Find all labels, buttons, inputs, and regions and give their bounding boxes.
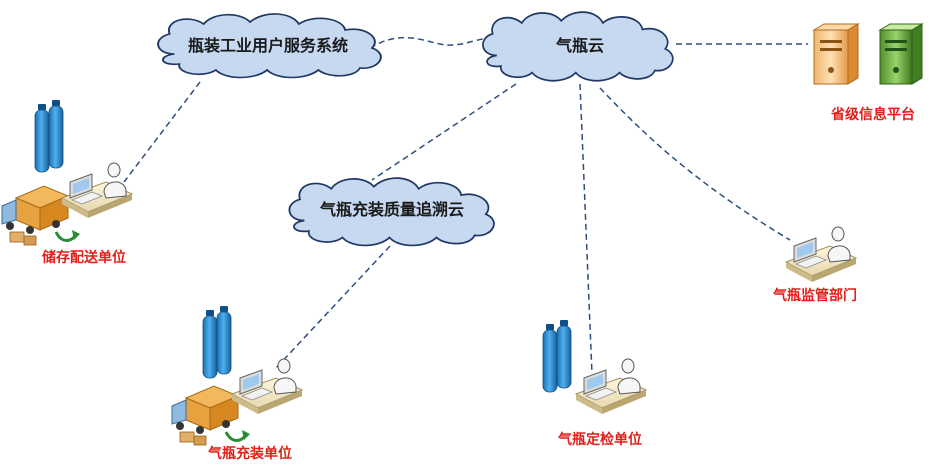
server-icon — [812, 23, 860, 85]
filling-unit-label: 气瓶充装单位 — [207, 445, 292, 462]
gas-cylinder-icon — [542, 323, 558, 393]
inspection-unit-node: 气瓶定检单位 — [542, 319, 647, 448]
supervision-dept-label: 气瓶监管部门 — [772, 287, 857, 304]
cloud-trace-label: 气瓶充装质量追溯云 — [319, 200, 464, 219]
link-cylinder-cloud-to-trace — [371, 83, 517, 181]
storage-distribution-label: 储存配送单位 — [41, 249, 126, 266]
gas-cylinder-icon — [216, 305, 232, 375]
provincial-platform-node: 省级信息平台 — [812, 23, 924, 123]
filling-unit-node: 气瓶充装单位 — [170, 305, 303, 462]
gas-cylinder-icon — [556, 319, 572, 389]
operator-workstation-icon — [231, 358, 303, 415]
gas-cylinder-icon — [202, 309, 218, 379]
delivery-truck-icon — [0, 184, 82, 247]
link-industry-to-storage — [123, 81, 201, 183]
link-cylinder-cloud-to-inspection — [579, 83, 593, 375]
link-industry-to-cylinder-cloud — [369, 36, 491, 49]
server-icon — [878, 23, 924, 85]
connectors — [123, 36, 808, 375]
operator-workstation-icon — [785, 226, 857, 283]
operator-workstation-icon — [575, 358, 647, 415]
gas-cylinder-icon — [34, 103, 50, 173]
supervision-dept-node: 气瓶监管部门 — [772, 226, 857, 304]
link-cylinder-cloud-to-supervision — [599, 87, 791, 241]
inspection-unit-label: 气瓶定检单位 — [557, 431, 642, 448]
cloud-industry-system-label: 瓶装工业用户服务系统 — [188, 36, 348, 55]
storage-distribution-node: 储存配送单位 — [0, 99, 133, 266]
link-trace-to-filling — [275, 245, 391, 369]
gas-cylinder-icon — [48, 99, 64, 169]
provincial-platform-label: 省级信息平台 — [830, 106, 915, 123]
cloud-cylinder-cloud-label: 气瓶云 — [555, 36, 604, 55]
operator-workstation-icon — [61, 162, 133, 219]
